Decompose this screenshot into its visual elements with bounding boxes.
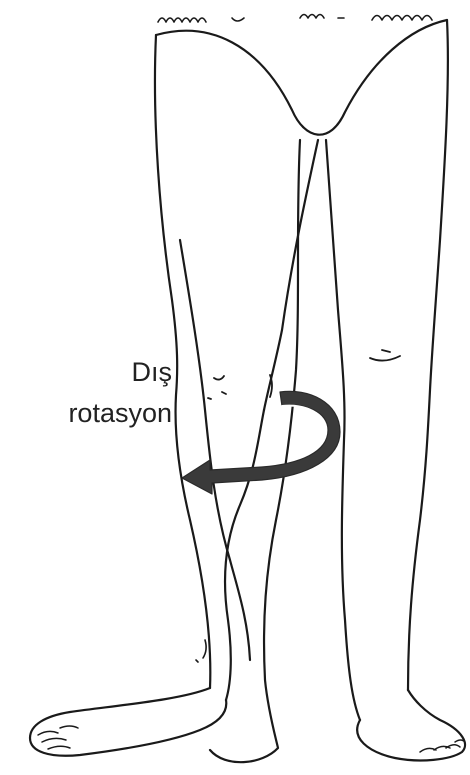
- left-leg: [326, 20, 465, 760]
- right-leg: [30, 35, 318, 756]
- annotation-line1: Dış: [132, 359, 173, 386]
- pelvis-outline: [156, 20, 447, 135]
- top-scribble: [158, 15, 432, 23]
- annotation-line2: rotasyon: [68, 400, 172, 427]
- inner-leg-contour: [210, 140, 300, 762]
